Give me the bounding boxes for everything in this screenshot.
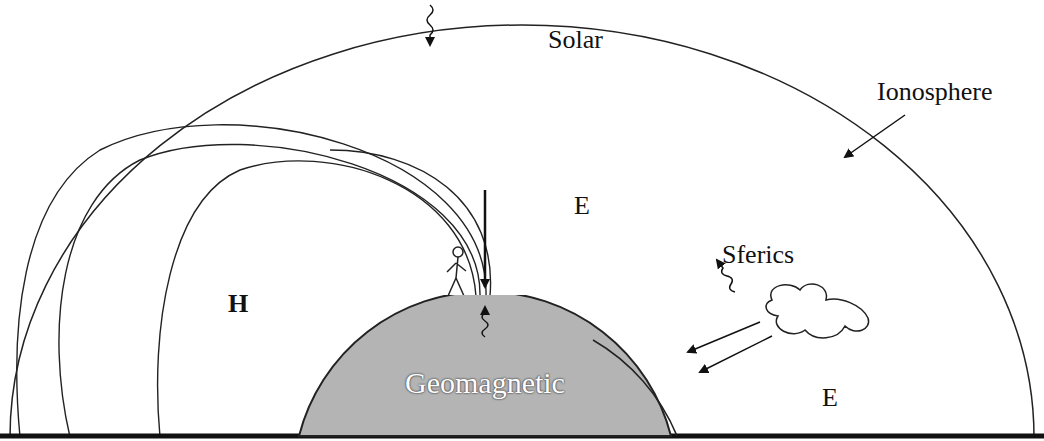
source-label: Sferics xyxy=(722,242,794,268)
leader-arrow xyxy=(845,115,905,157)
thundercloud xyxy=(766,284,869,338)
source-label: Solar xyxy=(548,27,603,53)
earth-dome: Geomagnetic xyxy=(293,295,677,437)
person-figure xyxy=(447,247,466,296)
region-label: Geomagnetic xyxy=(405,366,565,400)
ionosphere-arc xyxy=(10,25,1034,437)
lightning-arrow xyxy=(700,336,772,372)
field-label: H xyxy=(228,291,248,317)
solar-wave-arrow xyxy=(427,5,433,45)
e-field-arrow xyxy=(484,190,487,287)
field-label: E xyxy=(574,193,590,219)
layer-label: Ionosphere xyxy=(877,79,993,105)
field-label: E xyxy=(822,385,838,411)
